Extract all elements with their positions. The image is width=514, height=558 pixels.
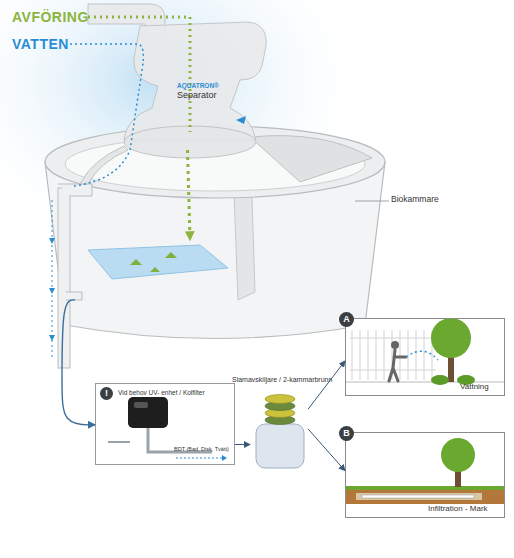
- faeces-flow: [88, 17, 190, 132]
- tree-crown: [441, 438, 475, 472]
- separator-base: [124, 126, 256, 158]
- tank-body: [256, 424, 304, 468]
- part-name: Slamavskiljare / 2-kammarbrunn: [232, 376, 332, 384]
- water-outlet: [80, 146, 128, 184]
- uv-detail: [134, 402, 148, 408]
- soil-layer: [346, 490, 504, 504]
- callout-number: !: [100, 387, 113, 400]
- sludge-tank: Slamavskiljare / 2-kammarbrunn: [250, 375, 308, 473]
- part-name: Biokammare: [391, 195, 439, 205]
- flow-connector: [308, 361, 345, 409]
- leader-line: [355, 201, 389, 202]
- flow-label: AVFÖRING: [12, 9, 89, 25]
- flow-arrow: [62, 300, 95, 425]
- outlet-stub: [66, 292, 82, 300]
- flow-connector: [188, 150, 191, 240]
- part-name: Separator: [177, 90, 217, 100]
- gravel-bed: [356, 493, 482, 500]
- tree-crown: [431, 318, 471, 358]
- water-spray: [406, 351, 438, 360]
- chamber-rim: [45, 126, 385, 198]
- flow-ticks: [49, 238, 55, 341]
- flow-arrow: [188, 150, 191, 240]
- fence: [350, 330, 436, 380]
- tank-lid: [265, 395, 295, 404]
- separator-body: [124, 22, 266, 140]
- flow-label: VATTEN: [12, 36, 69, 52]
- uv-unit: [128, 397, 168, 428]
- panel-background: [345, 318, 505, 396]
- water-surface: [88, 245, 228, 279]
- panel-background: [345, 432, 505, 518]
- panel-caption: Infiltration - Mark: [428, 504, 488, 513]
- flow-tick: [236, 116, 246, 124]
- infiltration-panel: BInfiltration - Mark: [345, 432, 505, 518]
- chamber-lid: [250, 136, 372, 182]
- bdt-flow: [176, 458, 222, 459]
- bush: [431, 375, 449, 385]
- flow-arrow: [308, 361, 345, 409]
- water-flow: [70, 44, 143, 186]
- uv-filter-box: ! Vid behov UV- enhet / KolfilterBDT (Bad…: [95, 383, 235, 465]
- flow-arrow: [235, 444, 250, 445]
- bdt-arrow: [222, 455, 227, 461]
- flow-label: BDT (Bad, Disk, Tvätt): [174, 446, 229, 452]
- flow-arrow: [308, 429, 345, 471]
- person-head: [391, 341, 399, 349]
- person-body: [389, 350, 406, 381]
- panel-caption: Vattning: [460, 382, 489, 391]
- flow-connector: [308, 429, 345, 471]
- drain-pipe: [58, 188, 70, 368]
- box-background: [95, 383, 235, 465]
- brand-name: AQUATRON®: [177, 82, 219, 89]
- panel-letter: B: [339, 426, 354, 441]
- infiltration-pipe: [362, 495, 474, 498]
- panel-letter: A: [339, 312, 354, 327]
- flow-connector: [62, 300, 95, 425]
- separator-unit: AQUATRON®Separator: [105, 0, 270, 150]
- note-text: Vid behov UV- enhet / Kolfilter: [118, 389, 205, 396]
- grass-layer: [346, 486, 504, 490]
- flow-connector: [235, 444, 250, 445]
- uv-inlet: [108, 441, 130, 443]
- flow-marks: [130, 252, 177, 272]
- watering-panel: AVattning: [345, 318, 505, 396]
